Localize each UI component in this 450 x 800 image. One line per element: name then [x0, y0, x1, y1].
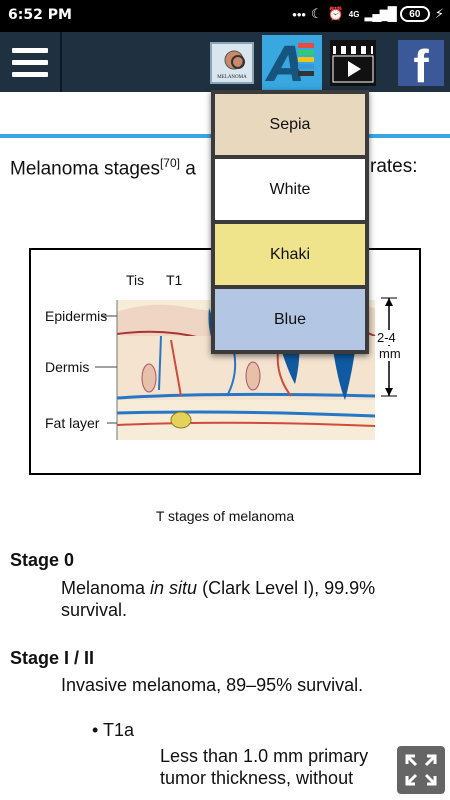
tab-active[interactable]: PO [178, 104, 202, 121]
figure-label-t1: T1 [166, 272, 183, 288]
stage-1-2-body: Invasive melanoma, 89–95% survival. [61, 675, 364, 695]
bullet-body: Less than 1.0 mm primary tumor thickness… [160, 746, 369, 788]
more-dots-icon: ••• [292, 6, 306, 22]
figure-depth-unit: mm [379, 346, 401, 361]
stage-0-title: Stage 0 [10, 550, 75, 570]
stage-0-body: Melanoma in situ (Clark Level I), 99.9% … [61, 577, 421, 621]
bullet-marker: • [92, 720, 99, 740]
intro-mid: a [179, 158, 196, 180]
stage-0-text-end: (Clark Level I), 99.9% survival. [61, 578, 376, 620]
figure-depth-label: 2-4 [377, 330, 396, 345]
menu-item-sepia[interactable]: Sepia [215, 94, 365, 155]
list-item: • T1a [92, 720, 134, 741]
font-style-icon[interactable]: A [262, 35, 322, 93]
network-type: 4G [348, 9, 360, 19]
facebook-icon[interactable]: f [398, 40, 444, 92]
hamburger-menu-icon[interactable] [0, 32, 62, 92]
figure-label-epidermis: Epidermis [45, 308, 108, 324]
app-toolbar: MELANOMA A f [0, 32, 450, 93]
melanoma-app-icon[interactable]: MELANOMA [210, 42, 254, 84]
reference-link[interactable]: [70] [159, 156, 180, 170]
intro-text: Melanoma stages[70] a [10, 156, 196, 180]
background-color-menu: Sepia White Khaki Blue [211, 90, 369, 354]
signal-icon: ▂▄▆█ [364, 6, 396, 21]
intro-start: Melanoma stages [10, 158, 160, 180]
intro-end: rates: [370, 156, 418, 177]
fullscreen-expand-icon[interactable] [397, 746, 445, 794]
alarm-icon: ⏰ [327, 6, 344, 21]
menu-item-khaki[interactable]: Khaki [215, 224, 365, 285]
figure-label-fat-layer: Fat layer [45, 415, 100, 431]
menu-item-white[interactable]: White [215, 159, 365, 220]
figure-caption: T stages of melanoma [155, 508, 295, 524]
moon-icon: ☾ [310, 6, 323, 21]
stage-1-2-title: Stage I / II [10, 648, 95, 668]
stage-0-emphasis: in situ [150, 578, 198, 598]
charging-icon: ⚡ [434, 6, 444, 21]
figure-label-dermis: Dermis [45, 359, 90, 375]
stage-0-text: Melanoma [61, 578, 151, 598]
bullet-label: T1a [103, 720, 135, 740]
figure-label-tis: Tis [126, 272, 145, 288]
status-bar: 6:52 PM ••• ☾ ⏰ 4G ▂▄▆█ 60 ⚡ [0, 0, 450, 32]
status-icons: ••• ☾ ⏰ 4G ▂▄▆█ 60 ⚡ [292, 6, 444, 22]
battery-icon: 60 [399, 6, 430, 22]
menu-item-blue[interactable]: Blue [215, 289, 365, 350]
app-icon-label: MELANOMA [217, 75, 247, 80]
status-time: 6:52 PM [8, 7, 72, 23]
video-clapper-icon[interactable] [330, 40, 376, 86]
